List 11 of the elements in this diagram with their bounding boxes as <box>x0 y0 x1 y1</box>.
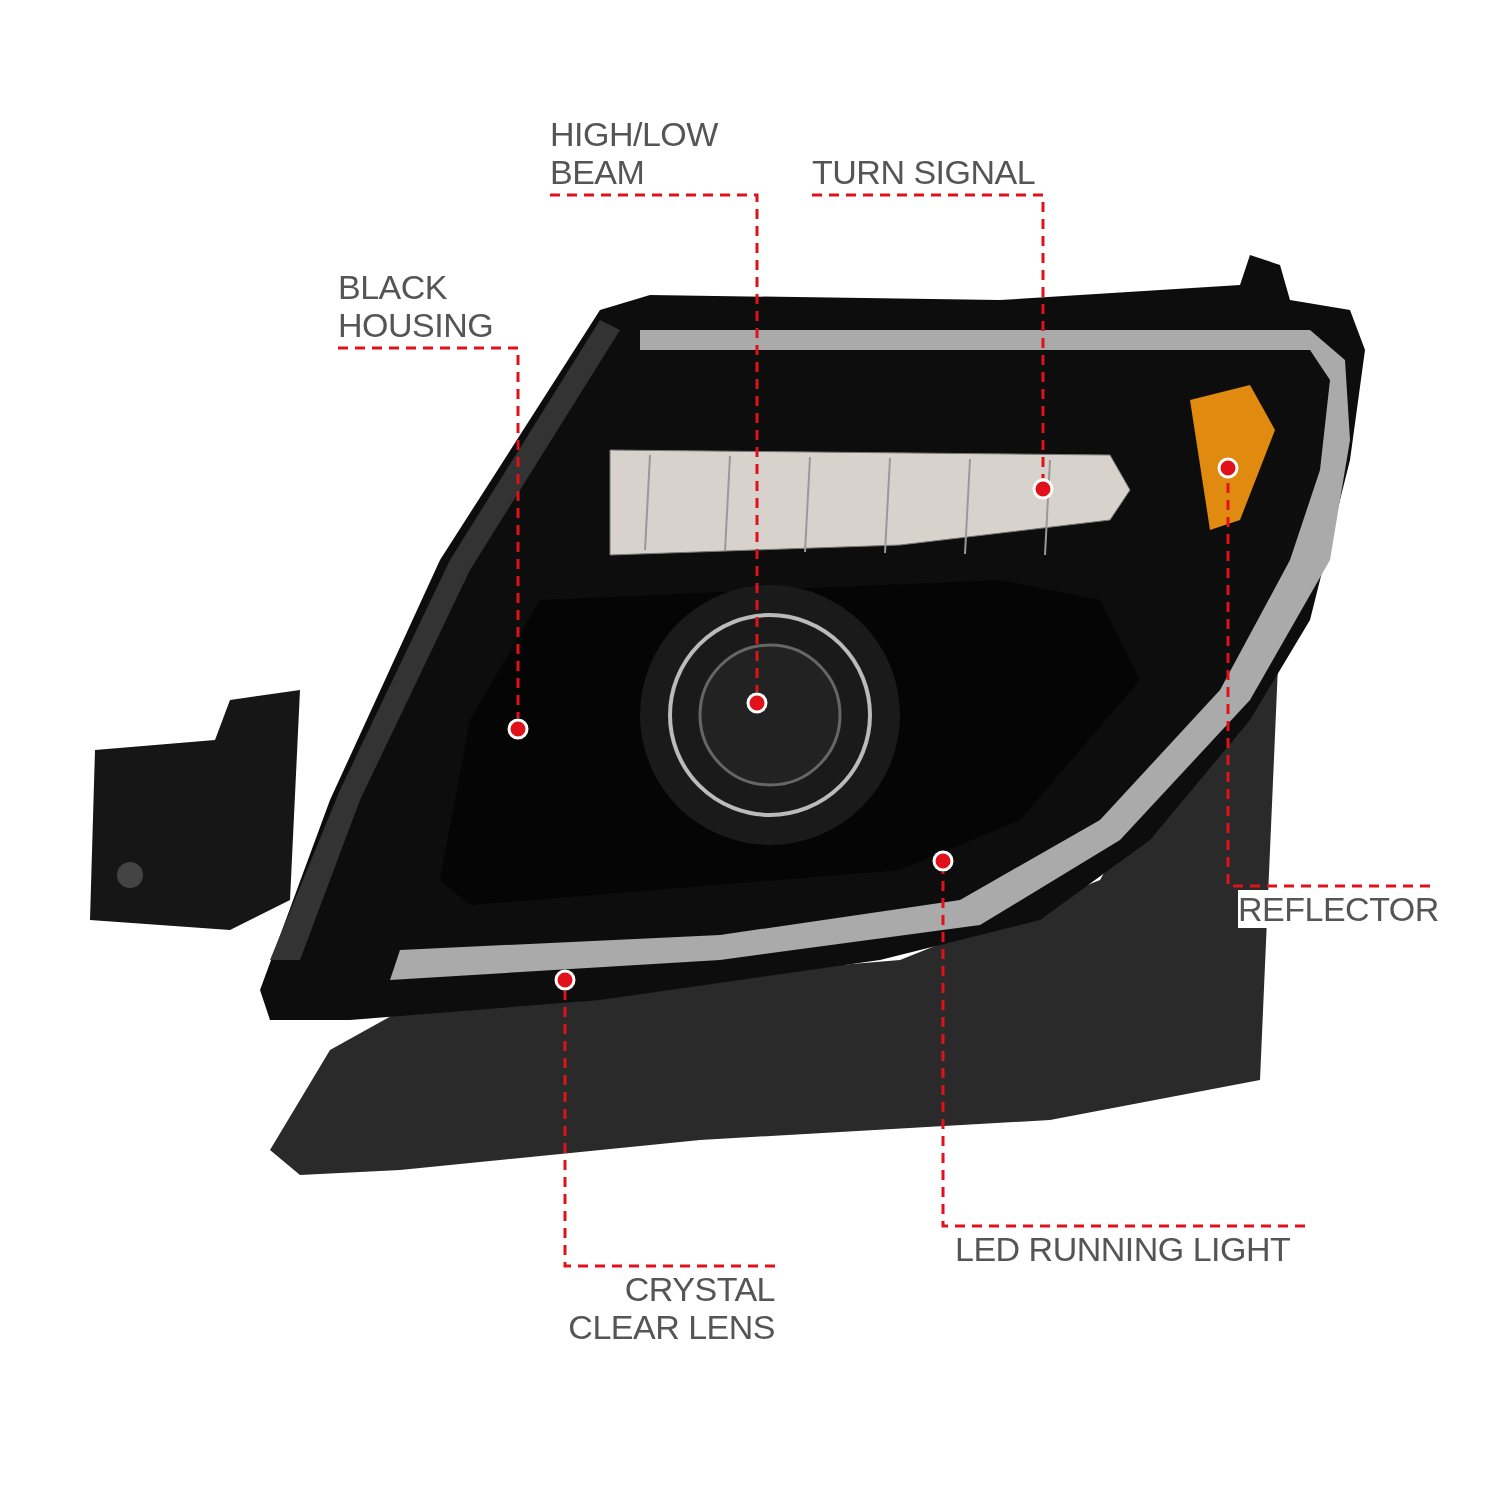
callout-dot <box>1217 457 1239 479</box>
callout-dot <box>1032 478 1054 500</box>
leader-line <box>338 346 520 718</box>
leader-line <box>563 991 775 1268</box>
callout-dot <box>746 692 768 714</box>
leader-line <box>812 193 1045 478</box>
callout-dot <box>932 850 954 872</box>
leader-line <box>941 872 1305 1228</box>
callout-dot <box>507 718 529 740</box>
callout-dot <box>554 969 576 991</box>
leader-line <box>550 193 759 692</box>
